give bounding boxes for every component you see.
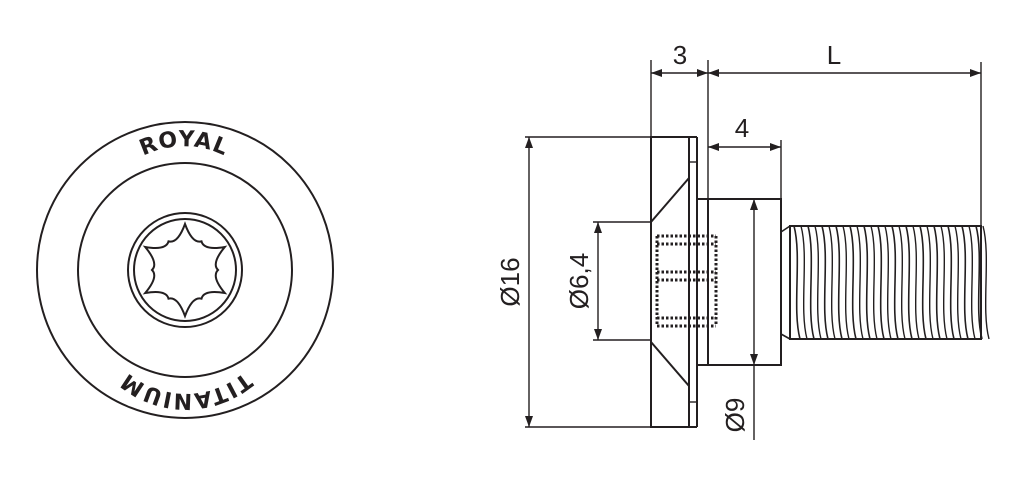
thread-crest (807, 225, 815, 340)
bolt-flange-outline (707, 198, 782, 366)
thread-crest (793, 225, 801, 340)
dim-head-height: 3 (673, 40, 687, 70)
drive-recess-inner-circle (133, 218, 237, 322)
thread-crest (835, 225, 843, 340)
side-view (650, 136, 990, 428)
thread-root (814, 225, 822, 340)
thread-crest (961, 225, 969, 340)
thread-crest (975, 225, 983, 340)
thread-crest (933, 225, 941, 340)
thread-root (982, 225, 990, 340)
thread-crest (863, 225, 871, 340)
thread-crest (919, 225, 927, 340)
thread-root (870, 225, 878, 340)
torx-star-icon (142, 221, 228, 319)
logo-text-top: ROYAL (136, 127, 232, 161)
thread-root (954, 225, 962, 340)
thread-root (912, 225, 920, 340)
dim-head-diameter: Ø16 (495, 257, 525, 306)
thread-crest (905, 225, 913, 340)
thread-root (940, 225, 948, 340)
thread-root (828, 225, 836, 340)
dimension-lines (525, 60, 982, 440)
front-view: ROYAL TITANIUM (36, 121, 334, 419)
thread-crest (891, 225, 899, 340)
thread-root (884, 225, 892, 340)
thread-root (926, 225, 934, 340)
drive-recess-outer-circle (127, 212, 243, 328)
outer-head-circle (36, 121, 334, 419)
thread-root (800, 225, 808, 340)
thread-crest (849, 225, 857, 340)
thread-outline (789, 225, 982, 340)
thread-root (842, 225, 850, 340)
countersink-lower (650, 341, 690, 387)
thread-crest (947, 225, 955, 340)
dim-drive-diameter: Ø6,4 (564, 253, 594, 309)
inner-head-circle (77, 162, 293, 378)
dim-length: L (827, 40, 841, 70)
threaded-shank (780, 225, 990, 340)
thread-root (968, 225, 976, 340)
countersink-upper (650, 177, 690, 223)
thread-root (856, 225, 864, 340)
thread-root (898, 225, 906, 340)
thread-crest (821, 225, 829, 340)
drive-recess-hidden-lines (655, 234, 718, 328)
dim-shank-diameter: Ø9 (720, 398, 750, 433)
dimension-labels: 3 L 4 Ø16 Ø6,4 Ø9 (495, 40, 841, 432)
thread-crest (877, 225, 885, 340)
dim-flange-height: 4 (735, 113, 749, 143)
logo-text-bottom: TITANIUM (116, 367, 256, 413)
